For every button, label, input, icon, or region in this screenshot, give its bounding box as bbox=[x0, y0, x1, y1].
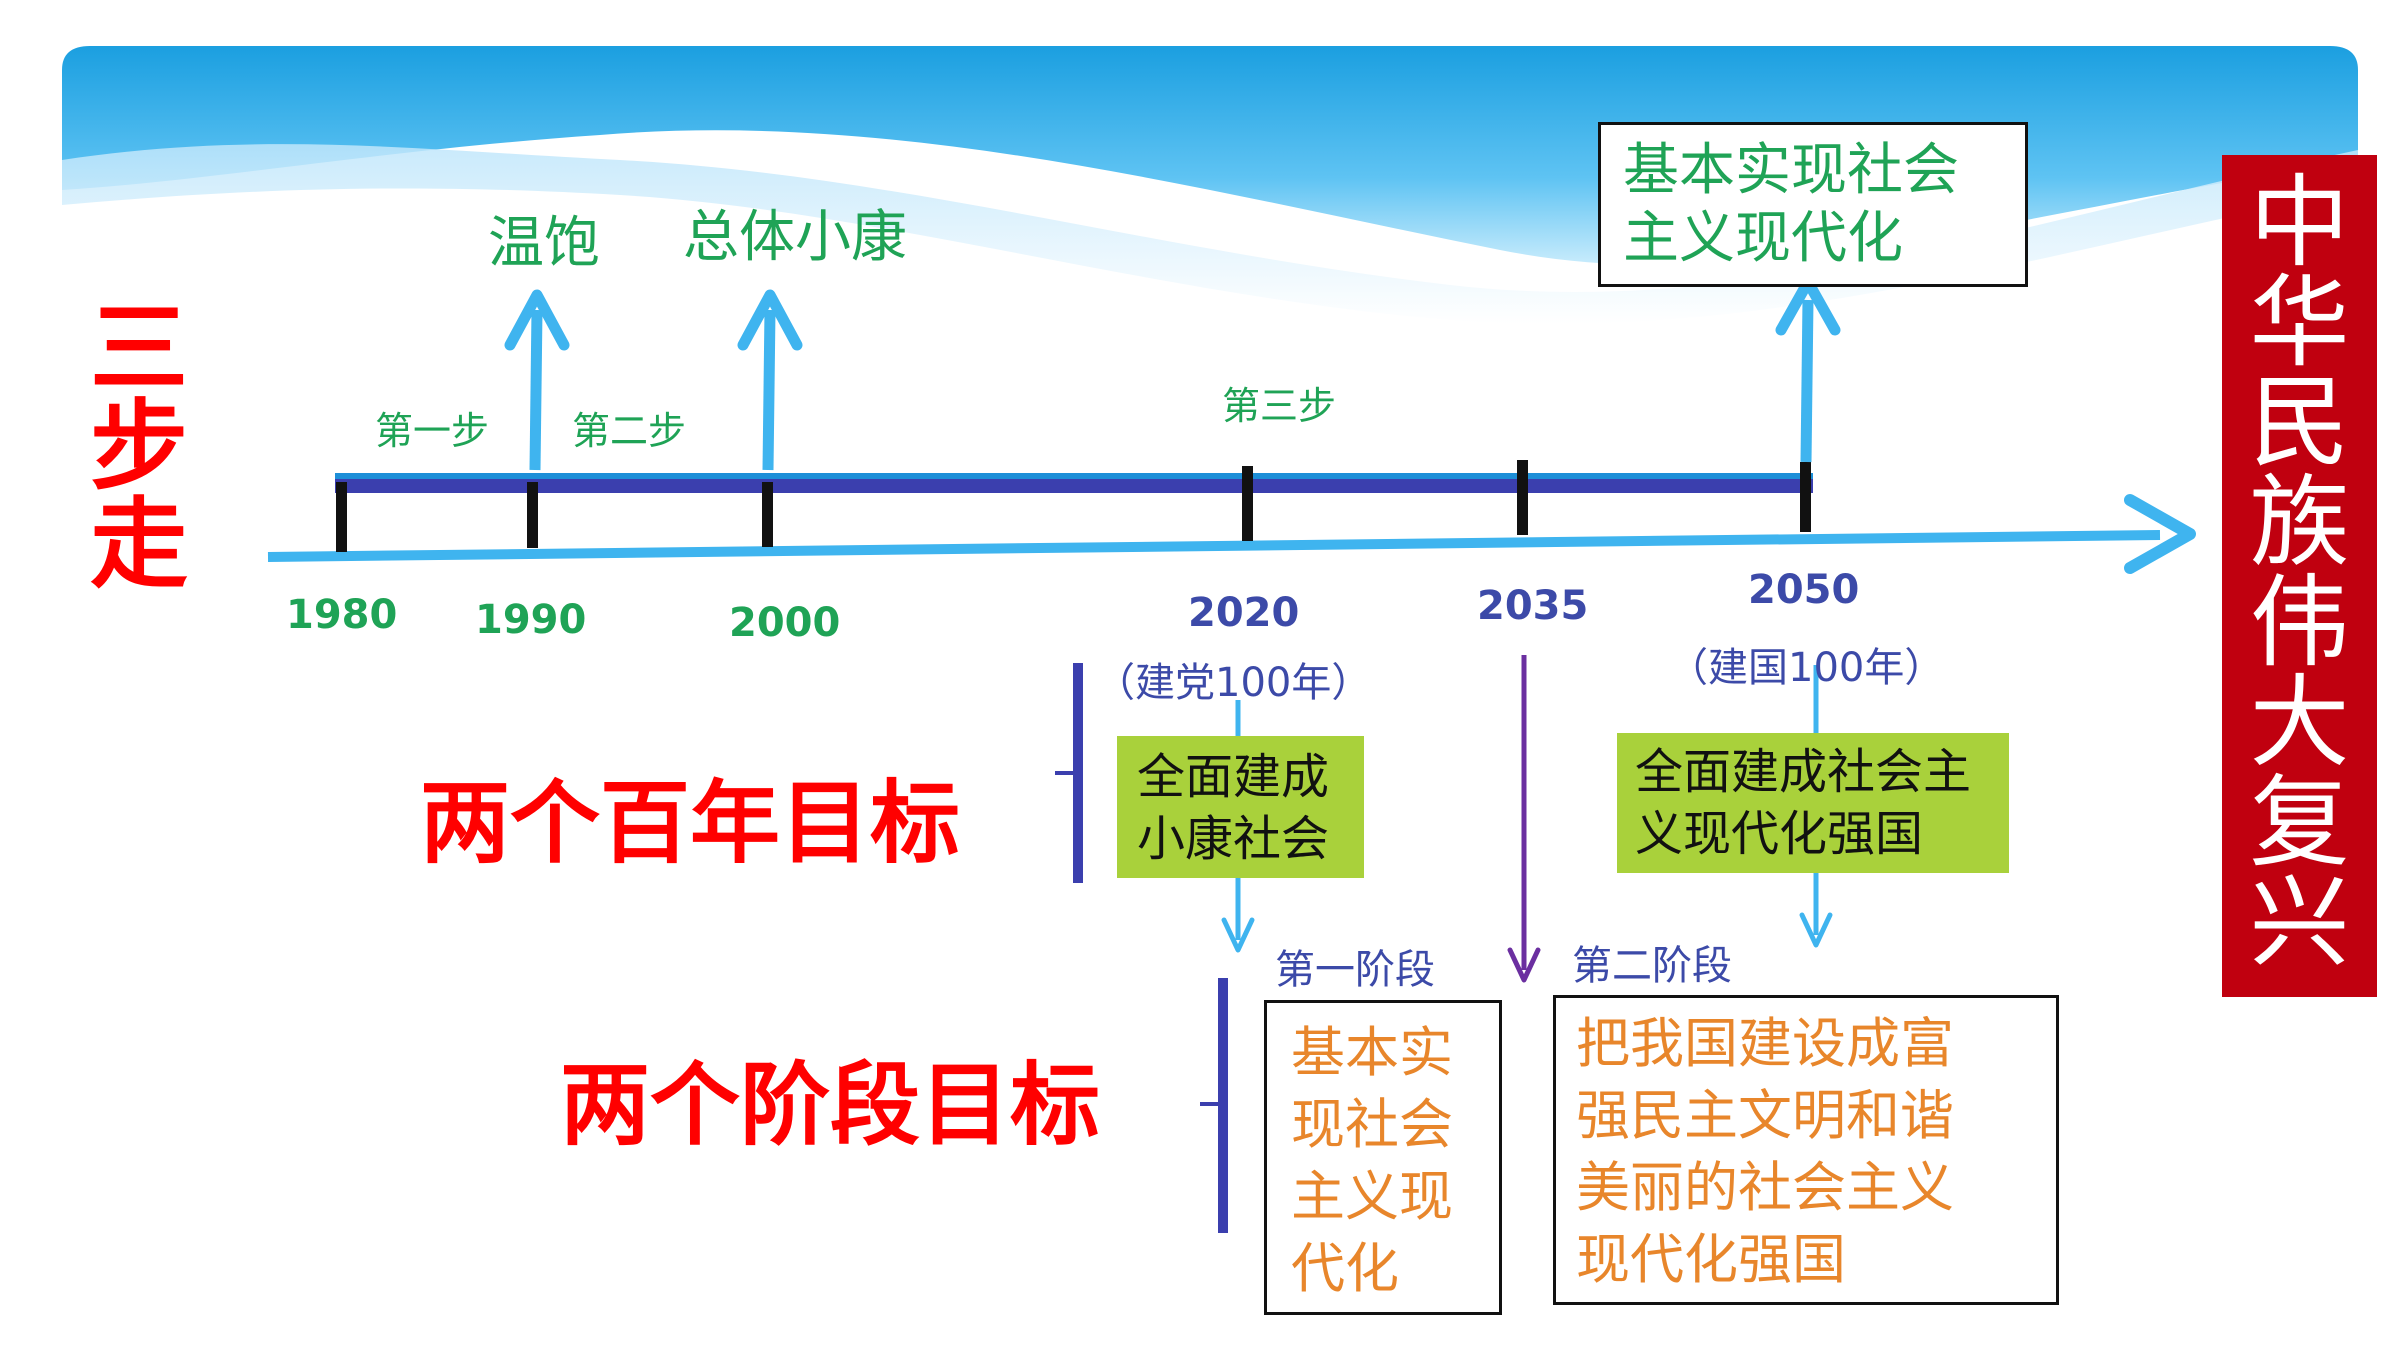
stage2-goal-box: 把我国建设成富 强民主文明和谐 美丽的社会主义 现代化强国 bbox=[1553, 995, 2059, 1305]
tick-1990 bbox=[527, 482, 538, 548]
timeline-axis bbox=[267, 530, 2161, 562]
banner-char: 族 bbox=[2249, 464, 2350, 581]
arrow-up-2050 bbox=[1800, 299, 1814, 463]
three-steps-title: 三 步 走 bbox=[90, 300, 188, 594]
nation-centenary-label: （建国100年） bbox=[1668, 645, 1945, 691]
goal-2020-line: 全面建成 bbox=[1137, 749, 1330, 805]
milestone-xiaokang: 总体小康 bbox=[683, 205, 907, 270]
milestone-basic-modernization-box: 基本实现社会 主义现代化 bbox=[1598, 122, 2028, 287]
timeline-arrowhead bbox=[2124, 494, 2196, 574]
basic-modern-line2: 主义现代化 bbox=[1623, 206, 1903, 271]
stage1-goal-box: 基本实 现社会 主义现 代化 bbox=[1264, 1000, 1502, 1315]
goal-2020-line: 小康社会 bbox=[1137, 811, 1330, 867]
two-centenary-goals-title: 两个百年目标 bbox=[420, 771, 960, 876]
year-1980: 1980 bbox=[286, 592, 398, 638]
arrow-up-1990-head bbox=[504, 289, 570, 351]
year-2000: 2000 bbox=[729, 600, 841, 646]
party-centenary-label: （建党100年） bbox=[1095, 660, 1372, 706]
banner-char: 伟 bbox=[2249, 564, 2350, 681]
year-1990: 1990 bbox=[475, 597, 587, 643]
tick-2000 bbox=[762, 482, 773, 547]
three-steps-char: 走 bbox=[90, 488, 189, 602]
goal-2020-box: 全面建成 小康社会 bbox=[1117, 736, 1364, 878]
banner-char: 大 bbox=[2249, 664, 2350, 781]
stage2-goal-line: 强民主文明和谐 bbox=[1576, 1084, 1954, 1147]
banner-char: 兴 bbox=[2249, 864, 2350, 981]
rejuvenation-banner: 中 华 民 族 伟 大 复 兴 bbox=[2222, 155, 2377, 997]
banner-char: 中 bbox=[2249, 164, 2350, 281]
stage2-goal-line: 把我国建设成富 bbox=[1576, 1012, 1954, 1075]
bracket-centenary bbox=[1073, 663, 1083, 883]
arrow-down-2020-head bbox=[1221, 917, 1255, 953]
arrow-down-2050-head bbox=[1799, 912, 1833, 948]
step-second: 第二步 bbox=[572, 409, 687, 453]
arrow-up-2000-head bbox=[737, 289, 803, 351]
stage1-goal-line: 基本实 bbox=[1291, 1021, 1453, 1084]
rejuvenation-text: 中 华 民 族 伟 大 复 兴 bbox=[2222, 173, 2377, 973]
tick-2020 bbox=[1242, 466, 1253, 541]
two-stage-goals-title: 两个阶段目标 bbox=[560, 1053, 1100, 1158]
stage1-goal-line: 代化 bbox=[1291, 1237, 1399, 1300]
stage-second-label: 第二阶段 bbox=[1572, 943, 1732, 989]
three-steps-char: 步 bbox=[90, 390, 189, 504]
year-2050: 2050 bbox=[1748, 567, 1860, 613]
tick-2035 bbox=[1517, 460, 1528, 535]
tick-2050 bbox=[1800, 462, 1811, 532]
year-2035: 2035 bbox=[1477, 583, 1589, 629]
milestone-wenbao: 温饱 bbox=[488, 211, 600, 276]
stage2-goal-line: 美丽的社会主义 bbox=[1576, 1156, 1954, 1219]
arrow-down-2035-head bbox=[1507, 947, 1541, 983]
step-first: 第一步 bbox=[375, 409, 490, 453]
bracket-stage bbox=[1218, 978, 1228, 1233]
goal-2050-line: 全面建成社会主 bbox=[1635, 744, 1972, 800]
goal-2050-line: 义现代化强国 bbox=[1635, 806, 1924, 862]
stage-first-label: 第一阶段 bbox=[1275, 947, 1435, 993]
banner-char: 复 bbox=[2249, 764, 2350, 881]
tick-1980 bbox=[336, 482, 347, 552]
stage1-goal-line: 现社会 bbox=[1291, 1093, 1453, 1156]
arrow-up-2000 bbox=[762, 309, 776, 471]
three-steps-char: 三 bbox=[90, 292, 189, 406]
step-third: 第三步 bbox=[1222, 384, 1337, 428]
banner-char: 华 bbox=[2249, 264, 2350, 381]
stage1-goal-line: 主义现 bbox=[1291, 1165, 1453, 1228]
banner-char: 民 bbox=[2249, 364, 2350, 481]
goal-2050-box: 全面建成社会主 义现代化强国 bbox=[1617, 733, 2009, 873]
basic-modern-line1: 基本实现社会 bbox=[1623, 138, 1959, 203]
year-2020: 2020 bbox=[1188, 590, 1300, 636]
arrow-up-1990 bbox=[529, 309, 543, 471]
stage2-goal-line: 现代化强国 bbox=[1576, 1228, 1846, 1291]
